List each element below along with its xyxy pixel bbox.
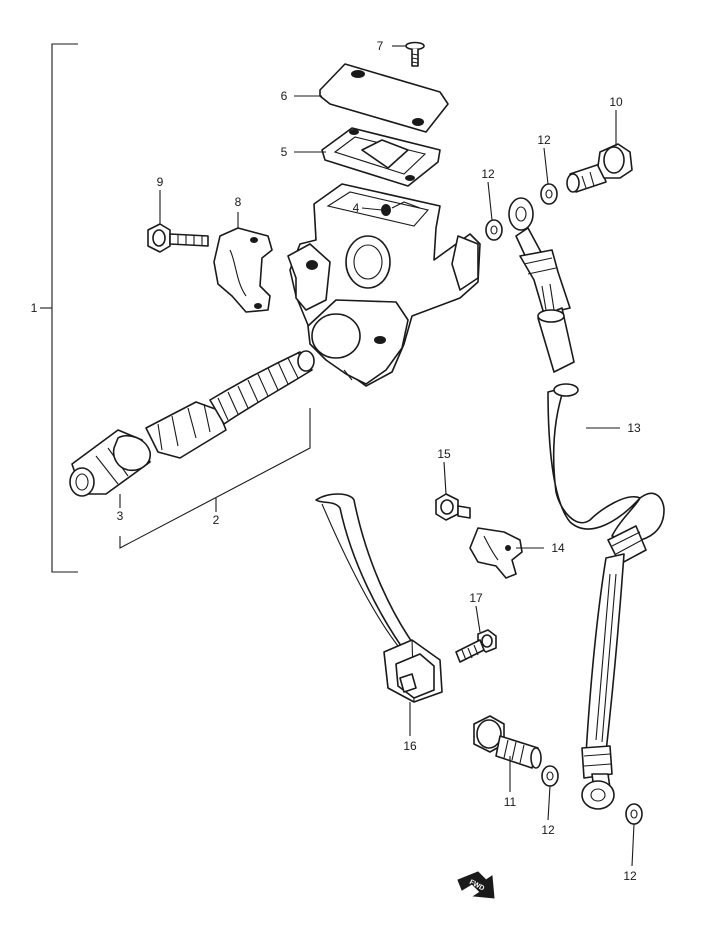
- washer-12c: [541, 765, 559, 787]
- clamp-8: [213, 227, 273, 313]
- diaphragm-5: [321, 127, 441, 187]
- callout-4: 4: [353, 201, 360, 215]
- boot-3: [69, 429, 151, 497]
- washer-12d: [625, 803, 643, 825]
- callout-14: 14: [551, 541, 565, 555]
- callout-16: 16: [403, 739, 417, 753]
- forward-arrow-icon: FWD: [457, 871, 495, 899]
- callout-17: 17: [469, 591, 483, 605]
- banjo-bolt-10: [566, 143, 633, 193]
- leader-lines: [119, 45, 635, 867]
- callout-5: 5: [281, 145, 288, 159]
- piston-spring-2: [145, 350, 315, 459]
- callout-13: 13: [627, 421, 641, 435]
- callout-12b: 12: [537, 133, 551, 147]
- brake-hose-13: [508, 197, 665, 810]
- callouts: 1 2 3 4 5 6 7 8 9 10 11 12 12 12 12 13 1…: [31, 39, 641, 883]
- assembly-bracket-1: [40, 43, 78, 573]
- master-cylinder-body: [287, 183, 481, 387]
- washer-12a: [485, 219, 503, 241]
- banjo-bolt-11: [473, 715, 542, 769]
- screw-7: [405, 41, 425, 67]
- washer-12b: [540, 183, 558, 205]
- callout-7: 7: [377, 39, 384, 53]
- callout-12c: 12: [541, 823, 555, 837]
- assembly-bracket-2: [119, 408, 311, 549]
- callout-1: 1: [31, 301, 38, 315]
- bolt-17: [455, 629, 497, 663]
- strap-16: [315, 493, 443, 703]
- callout-9: 9: [157, 175, 164, 189]
- callout-3: 3: [117, 509, 124, 523]
- callout-12d: 12: [623, 869, 637, 883]
- bolt-9: [147, 223, 209, 253]
- reservoir-cap-6: [319, 63, 449, 133]
- callout-10: 10: [609, 95, 623, 109]
- hose-clamp-14: [469, 527, 523, 579]
- callout-11: 11: [504, 795, 517, 809]
- callout-2: 2: [213, 513, 220, 527]
- bolt-15: [435, 493, 471, 521]
- callout-6: 6: [281, 89, 288, 103]
- callout-12a: 12: [481, 167, 495, 181]
- callout-8: 8: [235, 195, 242, 209]
- callout-15: 15: [437, 447, 451, 461]
